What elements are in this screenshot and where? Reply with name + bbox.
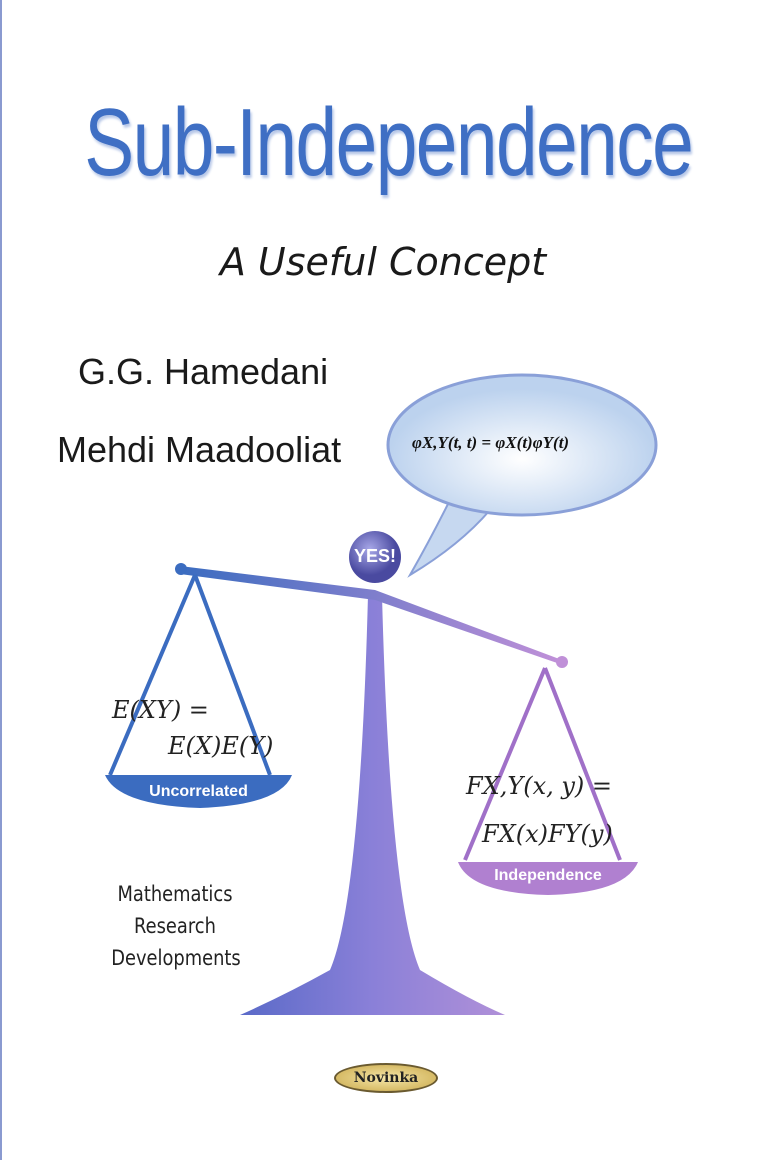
left-formula-line2: E(X)E(Y) <box>168 732 274 760</box>
pivot-label: YES! <box>353 546 396 566</box>
series-line: Developments <box>111 946 241 970</box>
right-pan-label: Independence <box>494 867 602 884</box>
book-title: Sub-Independence <box>84 89 693 196</box>
publisher-logo: Novinka <box>334 1063 438 1093</box>
yes-ball <box>349 531 401 583</box>
series-line: Research <box>134 914 216 938</box>
book-subtitle: A Useful Concept <box>219 240 547 284</box>
left-pan <box>108 574 272 776</box>
scale-beam <box>180 566 562 664</box>
cover-edge <box>0 0 2 1160</box>
right-pan <box>463 667 622 861</box>
scale-stand <box>240 595 505 1015</box>
left-formula-line1: E(XY) = <box>112 696 209 724</box>
right-formula-line2: FX(x)FY(y) <box>482 820 613 848</box>
left-pan-label: Uncorrelated <box>149 783 248 800</box>
author-1: G.G. Hamedani <box>78 351 329 392</box>
bubble-formula: φX,Y(t, t) = φX(t)φY(t) <box>412 433 570 452</box>
speech-bubble <box>386 373 658 578</box>
right-formula-line1: FX,Y(x, y) = <box>466 772 613 800</box>
author-2: Mehdi Maadooliat <box>57 429 342 470</box>
series-line: Mathematics <box>117 882 233 906</box>
series-name: Mathematics Research Developments <box>111 878 241 974</box>
